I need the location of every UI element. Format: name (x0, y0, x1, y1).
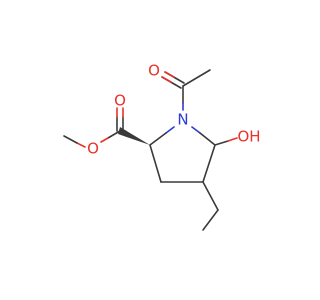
c4-ethyl-bond-2 (202, 209, 219, 231)
methoxy-bond-b (63, 135, 78, 144)
acetyl-c-o-double-bond-2b (164, 71, 175, 78)
hydroxyl-group (214, 137, 238, 146)
stereo-wedge-bond (118, 127, 150, 145)
ring-n-c2-bond-b (149, 132, 167, 146)
acetyl-group (161, 69, 211, 111)
methoxy-bond-a (76, 142, 86, 148)
ester-c-o-single-bond-b (100, 137, 109, 143)
c5-oh-bond-a (214, 140, 229, 146)
acetyl-methyl-bond (182, 69, 211, 87)
acetyl-oxygen-label: O (148, 62, 160, 80)
ring-c4-c5-bond (202, 144, 216, 183)
ring-n-c5-bond-a (191, 126, 201, 134)
ring-c2-c3-bond (149, 144, 162, 183)
methyl-ester-group (63, 107, 150, 148)
pyrrolidine-ring (149, 126, 216, 183)
ring-n-c2-bond-a (165, 126, 175, 134)
hydroxyl-label: OH (237, 128, 260, 146)
ring-n-c5-bond-b (199, 132, 216, 146)
ester-methoxy-oxygen-label: O (87, 140, 99, 158)
ester-carbonyl-oxygen-label: O (114, 92, 126, 110)
acetyl-c-o-double-bond-1b (161, 76, 172, 83)
c5-oh-bond-b (227, 137, 238, 142)
ethyl-group (202, 181, 219, 231)
ring-nitrogen-label: N (177, 111, 188, 129)
ester-c-o-single-bond-a (107, 130, 121, 139)
c4-ethyl-bond-1 (202, 181, 219, 211)
molecule-structure: O N O O OH (63, 62, 261, 231)
